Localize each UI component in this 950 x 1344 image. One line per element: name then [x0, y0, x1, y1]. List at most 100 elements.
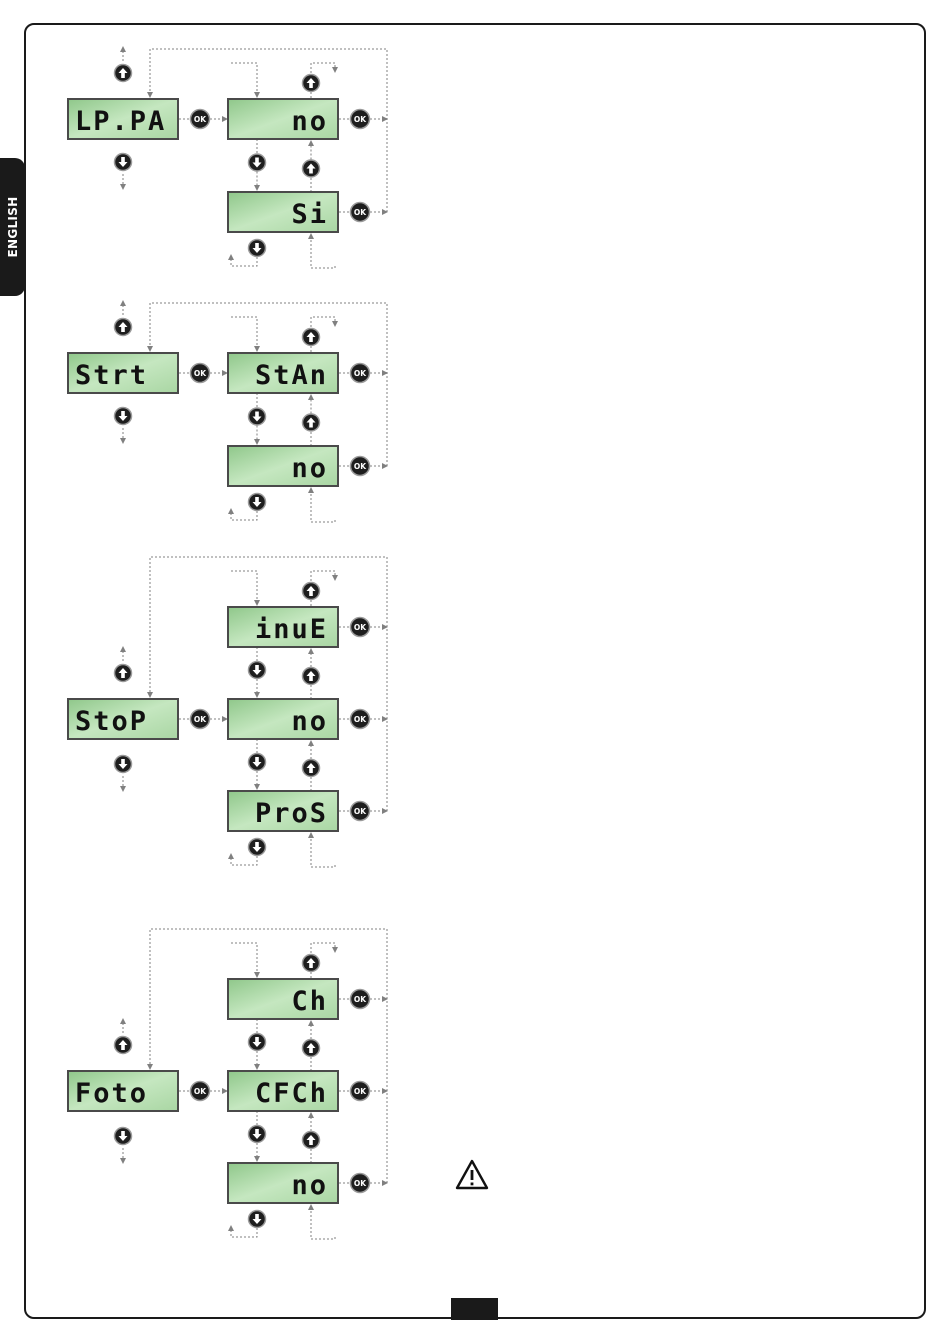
- connector-line: [311, 943, 335, 953]
- ok-button-label: OK: [354, 1087, 367, 1096]
- menu-parameter-display: LP.PA: [68, 99, 178, 139]
- connector-line: [311, 317, 335, 327]
- lcd-text: inuE: [255, 614, 328, 645]
- ok-button-icon: OK: [351, 1082, 370, 1101]
- lcd-text: CFCh: [255, 1078, 328, 1109]
- up-arrow-icon: [303, 414, 320, 431]
- ok-button-label: OK: [354, 115, 367, 124]
- up-arrow-icon: [303, 583, 320, 600]
- lcd-text: no: [291, 106, 328, 137]
- down-arrow-icon: [115, 408, 132, 425]
- ok-button-icon: OK: [351, 364, 370, 383]
- lcd-text: ProS: [255, 798, 328, 829]
- ok-button-icon: OK: [191, 110, 210, 129]
- ok-button-label: OK: [194, 715, 207, 724]
- ok-button-label: OK: [354, 807, 367, 816]
- ok-button-icon: OK: [351, 457, 370, 476]
- ok-button-icon: OK: [351, 110, 370, 129]
- up-arrow-icon: [115, 665, 132, 682]
- lcd-text: StoP: [75, 706, 148, 737]
- down-arrow-icon: [249, 662, 266, 679]
- ok-button-label: OK: [194, 1087, 207, 1096]
- connector-line: [311, 63, 335, 73]
- ok-button-icon: OK: [351, 1174, 370, 1193]
- menu-option-display: no: [228, 446, 338, 486]
- down-arrow-icon: [249, 1211, 266, 1228]
- connector-line: [231, 255, 257, 266]
- up-arrow-icon: [303, 955, 320, 972]
- down-arrow-icon: [115, 1128, 132, 1145]
- ok-button-label: OK: [354, 369, 367, 378]
- menu-option-display: no: [228, 699, 338, 739]
- down-arrow-icon: [115, 756, 132, 773]
- connector-line: [231, 571, 257, 605]
- menu-parameter-display: Strt: [68, 353, 178, 393]
- up-arrow-icon: [115, 65, 132, 82]
- up-arrow-icon: [303, 760, 320, 777]
- connector-line: [311, 833, 335, 867]
- menu-option-display: no: [228, 99, 338, 139]
- menu-option-display: inuE: [228, 607, 338, 647]
- connector-line: [231, 509, 257, 520]
- up-arrow-icon: [303, 160, 320, 177]
- menu-option-display: ProS: [228, 791, 338, 831]
- ok-button-label: OK: [194, 369, 207, 378]
- lcd-text: no: [291, 706, 328, 737]
- menu-option-display: StAn: [228, 353, 338, 393]
- down-arrow-icon: [249, 1034, 266, 1051]
- menu-option-display: no: [228, 1163, 338, 1203]
- connector-line: [311, 1205, 335, 1239]
- up-arrow-icon: [303, 1132, 320, 1149]
- menu-parameter-display: Foto: [68, 1071, 178, 1111]
- menu-option-display: Ch: [228, 979, 338, 1019]
- ok-button-icon: OK: [351, 710, 370, 729]
- lcd-text: Foto: [75, 1078, 148, 1109]
- lcd-text: Si: [291, 199, 328, 230]
- connector-line: [231, 1226, 257, 1237]
- connector-line: [231, 317, 257, 351]
- ok-button-icon: OK: [191, 1082, 210, 1101]
- connector-line: [231, 943, 257, 977]
- ok-button-icon: OK: [351, 990, 370, 1009]
- lcd-text: no: [291, 453, 328, 484]
- connector-line: [150, 557, 387, 811]
- down-arrow-icon: [249, 494, 266, 511]
- warning-icon: [454, 1158, 490, 1192]
- lcd-text: LP.PA: [75, 106, 166, 137]
- down-arrow-icon: [249, 408, 266, 425]
- menu-parameter-display: StoP: [68, 699, 178, 739]
- connector-line: [311, 488, 335, 522]
- ok-button-label: OK: [194, 115, 207, 124]
- menu-option-display: CFCh: [228, 1071, 338, 1111]
- up-arrow-icon: [115, 319, 132, 336]
- down-arrow-icon: [249, 1126, 266, 1143]
- ok-button-icon: OK: [351, 618, 370, 637]
- ok-button-icon: OK: [351, 802, 370, 821]
- ok-button-label: OK: [354, 208, 367, 217]
- lcd-text: StAn: [255, 360, 328, 391]
- lcd-text: Ch: [291, 986, 328, 1017]
- ok-button-label: OK: [354, 623, 367, 632]
- up-arrow-icon: [303, 668, 320, 685]
- up-arrow-icon: [303, 329, 320, 346]
- menu-option-display: Si: [228, 192, 338, 232]
- ok-button-icon: OK: [351, 203, 370, 222]
- down-arrow-icon: [249, 839, 266, 856]
- ok-button-icon: OK: [191, 364, 210, 383]
- lcd-text: no: [291, 1170, 328, 1201]
- ok-button-label: OK: [354, 715, 367, 724]
- down-arrow-icon: [115, 154, 132, 171]
- ok-button-label: OK: [354, 995, 367, 1004]
- connector-line: [231, 63, 257, 97]
- up-arrow-icon: [303, 75, 320, 92]
- connector-line: [311, 571, 335, 581]
- lcd-text: Strt: [75, 360, 148, 391]
- connector-line: [150, 929, 387, 1183]
- connector-line: [231, 854, 257, 865]
- connector-line: [311, 234, 335, 268]
- ok-button-icon: OK: [191, 710, 210, 729]
- down-arrow-icon: [249, 240, 266, 257]
- down-arrow-icon: [249, 154, 266, 171]
